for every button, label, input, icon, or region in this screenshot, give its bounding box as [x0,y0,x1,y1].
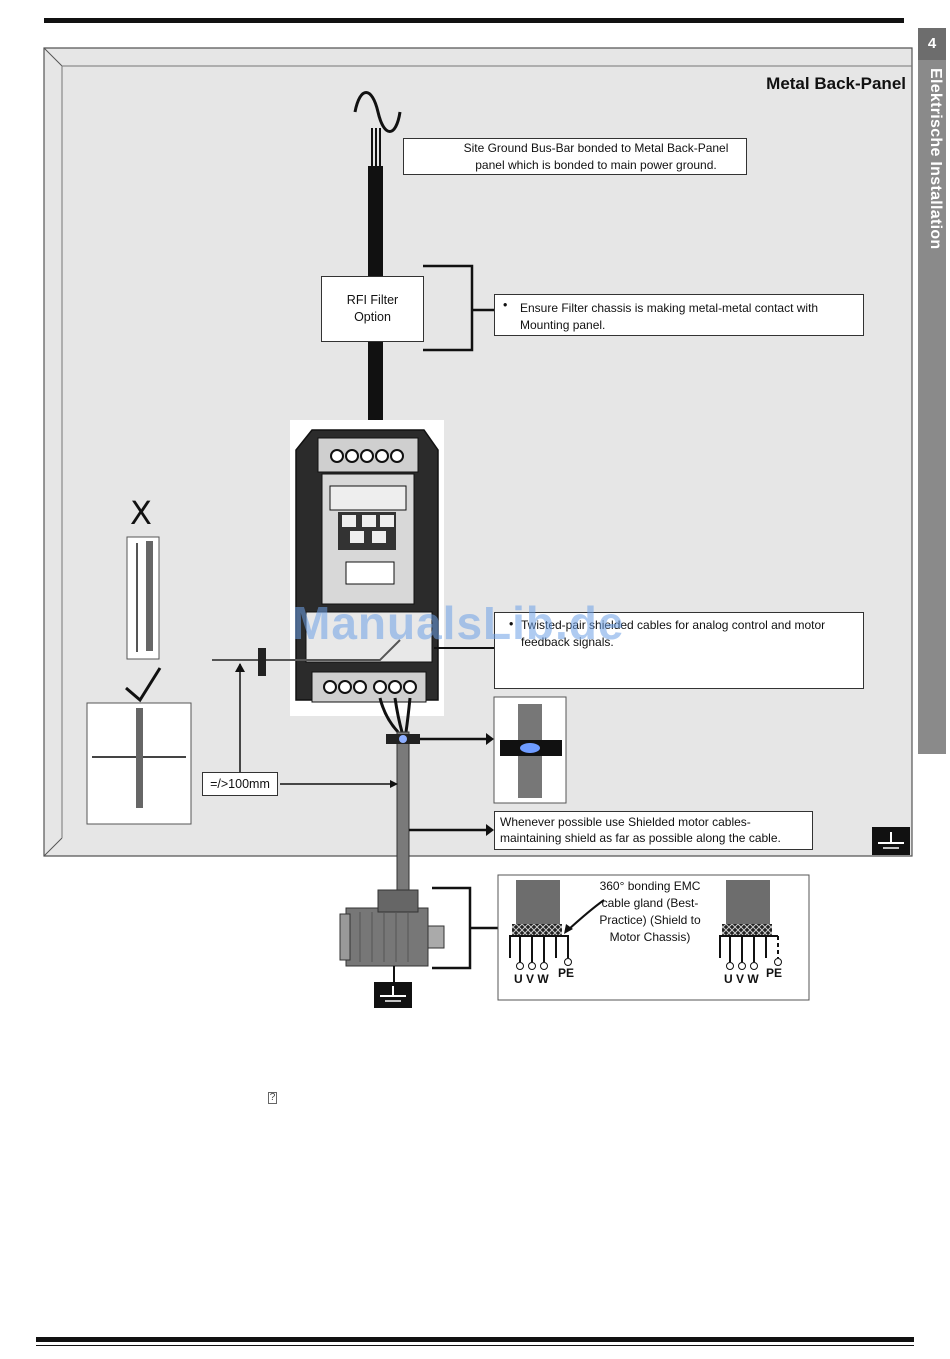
twisted-pair-label: Twisted-pair shielded cables for analog … [521,618,826,649]
panel-title: Metal Back-Panel [766,74,906,93]
chapter-tab: 4 Elektrische Installation [918,28,946,754]
motor-cable [280,697,494,909]
motor-terminals-left: U V W [514,972,549,986]
bonding-label: 360° bonding EMC cable gland (Best-Pract… [599,879,701,944]
pe-right: PE [766,966,783,980]
filter-contact-box: • Ensure Filter chassis is making metal-… [494,294,864,336]
twisted-pair-box: • Twisted-pair shielded cables for analo… [494,612,864,689]
bottom-rule-thin [36,1345,914,1346]
filter-contact-label: Ensure Filter chassis is making metal-me… [520,301,819,332]
bullet-icon: • [503,298,508,312]
chapter-title: Elektrische Installation [927,68,944,250]
wrong-mark: X [130,494,152,532]
bottom-rule [36,1337,914,1342]
check-icon [125,667,162,703]
watermark: ManualsLib.de [292,597,625,649]
ground-busbar-label: Site Ground Bus-Bar bonded to Metal Back… [403,138,747,175]
wrong-routing-illustration [126,536,160,660]
distance-label: =/>100mm [210,777,270,791]
bonding-illustration [497,874,810,1001]
motor-terminals-right: U V W [724,972,759,986]
bullet-icon: • [509,617,514,631]
shielded-motor-box: Whenever possible use Shielded motor cab… [494,811,813,850]
chapter-number: 4 [918,28,946,60]
ac-supply-icon [353,91,402,133]
ground-icon-motor [374,982,412,1008]
correct-routing-illustration [86,702,192,825]
distance-box: =/>100mm [202,772,278,796]
rfi-filter-label: RFI Filter Option [346,293,399,324]
control-cable [212,639,494,772]
ground-busbar-text: Site Ground Bus-Bar bonded to Metal Back… [463,141,729,172]
top-rule [44,18,904,23]
cable-clamp-illustration [493,696,567,804]
placeholder-glyph-icon: ? [268,1092,277,1104]
ground-icon-panel [872,827,910,855]
motor [339,889,445,982]
pe-left: PE [558,966,575,980]
drive-unit [290,420,444,716]
rfi-filter-box: RFI Filter Option [321,276,424,342]
rfi-bracket [423,264,474,352]
shielded-motor-label: Whenever possible use Shielded motor cab… [500,815,781,845]
